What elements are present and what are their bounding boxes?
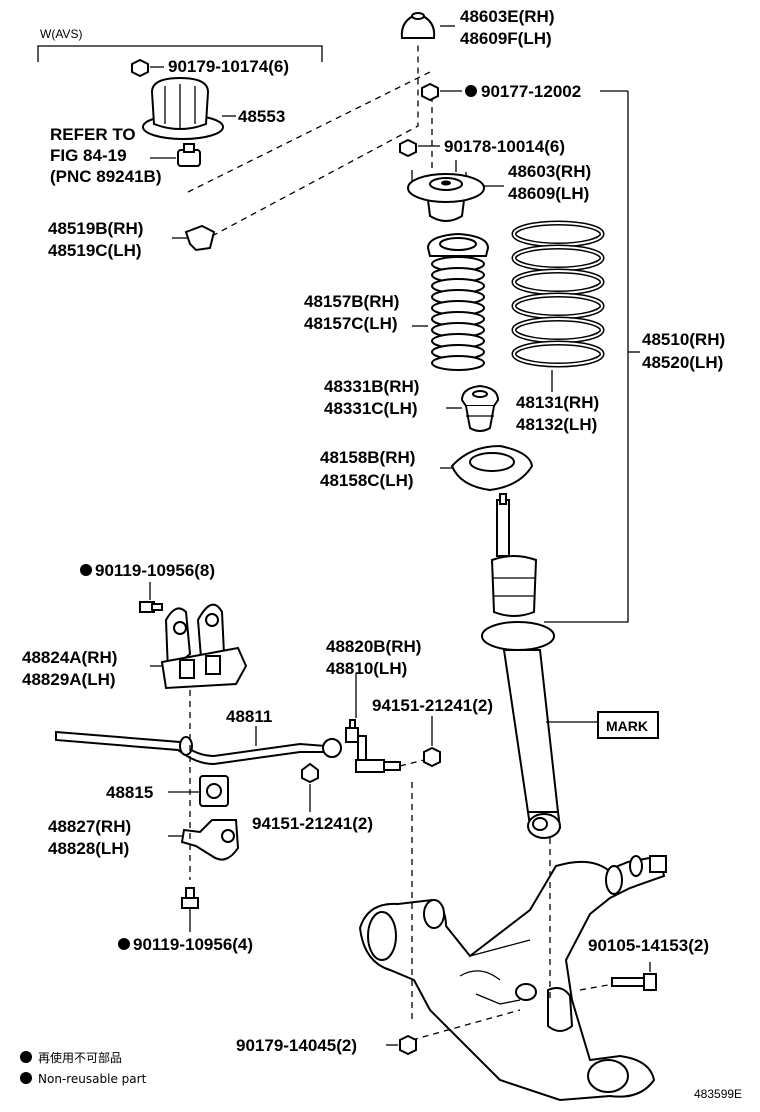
- label-90105-14153: 90105-14153(2): [588, 936, 709, 955]
- label-48520: 48520(LH): [642, 353, 723, 372]
- spring-coil-highlight: [513, 246, 603, 270]
- label-48131: 48131(RH): [516, 393, 599, 412]
- label-48553: 48553: [238, 107, 285, 126]
- label-48609: 48609(LH): [508, 184, 589, 203]
- label-48827: 48827(RH): [48, 817, 131, 836]
- spring-coil-highlight: [513, 270, 603, 294]
- bolt-90119-top: [139, 601, 163, 613]
- stabilizer-bracket-48824A: [150, 603, 248, 690]
- avs-bracket: W(AVS): [37, 27, 323, 62]
- nut-94151-a: [423, 746, 441, 768]
- steering-knuckle: [358, 854, 667, 1102]
- label-48603: 48603(RH): [508, 162, 591, 181]
- non-reusable-marker: [118, 938, 130, 950]
- spring-coil-highlight: [513, 222, 603, 246]
- label-90177-12002: 90177-12002: [481, 82, 581, 101]
- label-48331B: 48331B(RH): [324, 377, 419, 396]
- coil-spring-48131: [511, 220, 605, 368]
- spring-coil-highlight: [513, 318, 603, 342]
- bellows-ring: [431, 355, 485, 371]
- label-90178-10014: 90178-10014(6): [444, 137, 565, 156]
- label-90119-top: 90119-10956(8): [95, 561, 215, 580]
- label-48519C: 48519C(LH): [48, 241, 142, 260]
- bound-stopper-48331: [446, 384, 500, 432]
- label-48811: 48811: [226, 707, 272, 726]
- label-48815: 48815: [106, 783, 153, 802]
- nut-90177-12002: [421, 82, 477, 102]
- non-reusable-marker: [465, 85, 477, 97]
- label-90179-10174: 90179-10174(6): [168, 57, 289, 76]
- label-48824A: 48824A(RH): [22, 648, 117, 667]
- upper-cap-part: [400, 12, 455, 39]
- avs-actuator-48553: [142, 76, 236, 140]
- shock-absorber: [481, 493, 562, 839]
- legend-jp: 再使用不可部品: [38, 1050, 122, 1065]
- bracket-48519: [172, 224, 216, 252]
- nut-90179-10174: [131, 58, 164, 78]
- spring-coil-highlight: [513, 342, 603, 366]
- stabilizer-link-48820B: [345, 719, 401, 773]
- stabilizer-bar-48811: [55, 726, 342, 766]
- label-48510: 48510(RH): [642, 330, 725, 349]
- figure-id: 483599E: [694, 1087, 742, 1101]
- bracket-48827: [168, 819, 240, 861]
- refer-note-line1: REFER TO: [50, 125, 136, 144]
- spring-seat-48158: [440, 444, 534, 492]
- refer-note-line2: FIG 84-19: [50, 146, 127, 165]
- legend: 再使用不可部品 Non-reusable part: [20, 1050, 147, 1086]
- bushing-48815: [168, 775, 229, 807]
- non-reusable-marker: [80, 564, 92, 576]
- label-48331C: 48331C(LH): [324, 399, 418, 418]
- legend-en: Non-reusable part: [38, 1072, 147, 1086]
- bolt-90105-14153: [611, 962, 657, 991]
- avs-label: W(AVS): [40, 27, 82, 41]
- refer-note-line3: (PNC 89241B): [50, 167, 162, 186]
- label-48609F: 48609F(LH): [460, 29, 552, 48]
- label-48157B: 48157B(RH): [304, 292, 399, 311]
- label-90179-14045: 90179-14045(2): [236, 1036, 357, 1055]
- label-90119-bottom: 90119-10956(4): [133, 935, 253, 954]
- mark-box: [597, 711, 659, 739]
- label-48828: 48828(LH): [48, 839, 129, 858]
- spring-coil-highlight: [513, 294, 603, 318]
- label-94151-a: 94151-21241(2): [372, 696, 493, 715]
- nut-90179-14045: [386, 1034, 417, 1056]
- label-48603E: 48603E(RH): [460, 7, 555, 26]
- label-48157C: 48157C(LH): [304, 314, 398, 333]
- mark-label: MARK: [606, 718, 648, 734]
- label-94151-b: 94151-21241(2): [252, 814, 373, 833]
- label-48132: 48132(LH): [516, 415, 597, 434]
- label-48810: 48810(LH): [326, 659, 407, 678]
- connector-part: [150, 143, 201, 167]
- bolt-90119-bottom: [181, 887, 199, 909]
- label-48158C: 48158C(LH): [320, 471, 414, 490]
- label-48820B: 48820B(RH): [326, 637, 421, 656]
- label-48829A: 48829A(LH): [22, 670, 116, 689]
- dust-boot-48157: [412, 232, 490, 371]
- label-48519B: 48519B(RH): [48, 219, 143, 238]
- nut-94151-b: [301, 762, 319, 784]
- legend-marker-jp: [20, 1051, 32, 1063]
- nut-90178-10014: [399, 138, 440, 158]
- legend-marker-en: [20, 1072, 32, 1084]
- label-48158B: 48158B(RH): [320, 448, 415, 467]
- upper-support-48603: [407, 160, 504, 222]
